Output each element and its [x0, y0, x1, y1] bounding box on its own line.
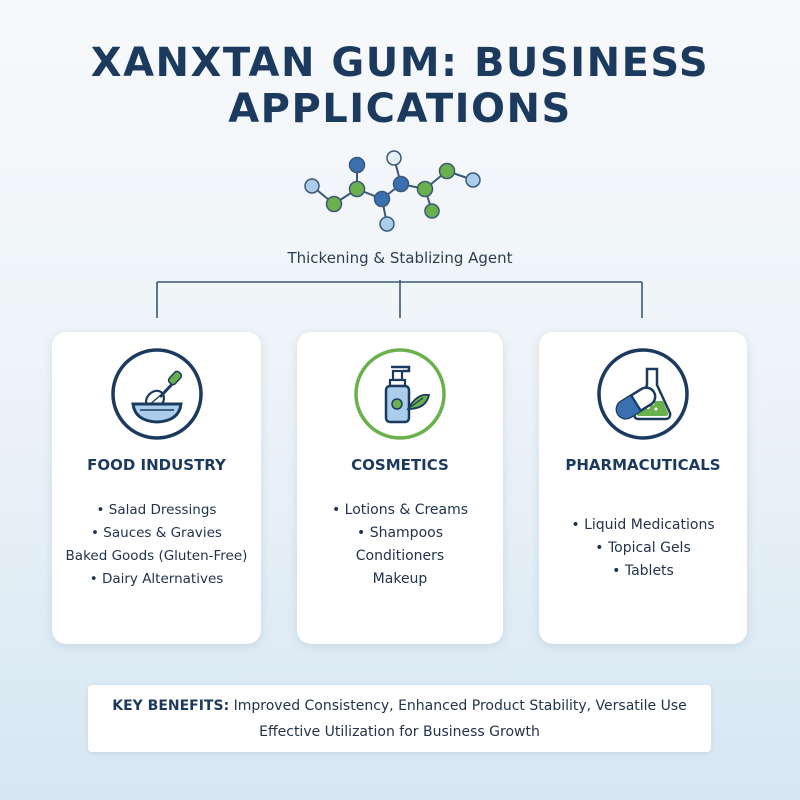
atom	[348, 180, 366, 198]
list-item: • Sauces & Gravies	[91, 525, 222, 541]
list-item: • Tablets	[612, 563, 674, 579]
list-item: Conditioners	[355, 548, 445, 564]
card-pharmaceuticals: PHARMACUTICALS • Liquid Medications • To…	[539, 332, 747, 644]
atom	[348, 156, 366, 174]
connector-lines	[156, 280, 643, 318]
list-item: • Topical Gels	[595, 540, 691, 556]
list-item: • Dairy Alternatives	[89, 571, 224, 587]
title-line-1: XANXTAN GUM: BUSINESS	[90, 40, 710, 86]
atom	[325, 195, 343, 213]
pill-flask-icon	[597, 348, 689, 440]
atom	[386, 150, 402, 166]
pharma-list: • Liquid Medications • Topical Gels • Ta…	[539, 514, 747, 583]
benefits-text: Improved Consistency, Enhanced Product S…	[229, 698, 687, 714]
lotion-bottle-icon	[354, 348, 446, 440]
atom	[424, 203, 440, 219]
card-title: PHARMACUTICALS	[565, 456, 721, 474]
list-item: • Shampoos	[357, 525, 443, 541]
atom	[373, 190, 391, 208]
atom	[392, 175, 410, 193]
food-list: • Salad Dressings • Sauces & Gravies Bak…	[52, 499, 261, 591]
atom	[416, 180, 434, 198]
list-item: • Salad Dressings	[96, 502, 217, 518]
whisk-bowl-icon	[110, 348, 203, 440]
benefits-line-1: KEY BENEFITS: Improved Consistency, Enha…	[88, 695, 711, 717]
list-item: • Lotions & Creams	[331, 502, 469, 518]
list-item: Baked Goods (Gluten-Free)	[65, 548, 248, 564]
page-title: XANXTAN GUM: BUSINESS APPLICATIONS	[0, 40, 800, 132]
atom	[304, 178, 320, 194]
molecule-bonds	[311, 157, 474, 225]
molecule-atoms	[304, 150, 481, 232]
atom	[465, 172, 481, 188]
subtitle: Thickening & Stablizing Agent	[287, 249, 513, 267]
list-item: • Liquid Medications	[571, 517, 715, 533]
card-title: COSMETICS	[351, 456, 449, 474]
atom	[438, 162, 456, 180]
title-line-2: APPLICATIONS	[228, 86, 572, 132]
cosmetics-list: • Lotions & Creams • Shampoos Conditione…	[297, 499, 503, 591]
benefits-line-2: Effective Utilization for Business Growt…	[259, 724, 540, 740]
card-food-industry: FOOD INDUSTRY • Salad Dressings • Sauces…	[52, 332, 261, 644]
card-title: FOOD INDUSTRY	[87, 456, 226, 474]
atom	[379, 216, 395, 232]
benefits-label: KEY BENEFITS:	[112, 698, 230, 714]
list-item: Makeup	[372, 571, 428, 587]
card-cosmetics: COSMETICS • Lotions & Creams • Shampoos …	[297, 332, 503, 644]
key-benefits-box: KEY BENEFITS: Improved Consistency, Enha…	[88, 685, 711, 752]
